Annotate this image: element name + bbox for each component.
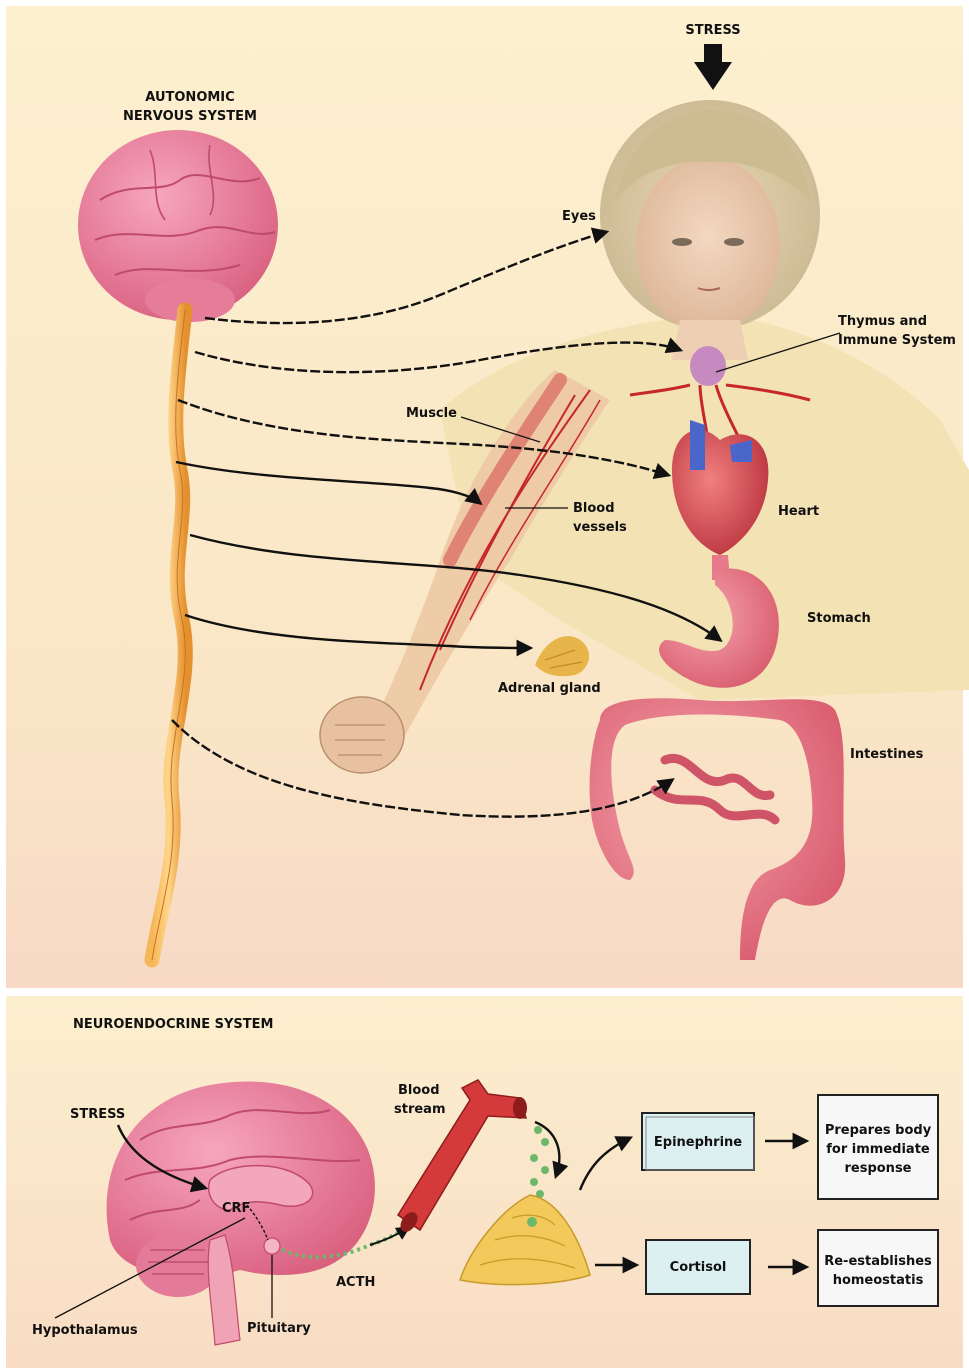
autonomic-title-line2: NERVOUS SYSTEM (123, 109, 257, 124)
label-crf: CRF (222, 1201, 250, 1216)
label-acth: ACTH (336, 1275, 375, 1290)
reestablishes-line2: homeostatis (833, 1273, 924, 1288)
epinephrine-label: Epinephrine (654, 1135, 742, 1150)
prepares-line2: for immediate (826, 1142, 930, 1157)
label-blood-stream-line1: Blood (398, 1083, 440, 1098)
prepares-line1: Prepares body (825, 1123, 932, 1138)
autonomic-title-line1: AUTONOMIC (145, 90, 234, 105)
prepares-line3: response (844, 1161, 911, 1176)
label-muscle: Muscle (406, 406, 457, 421)
label-adrenal-gland: Adrenal gland (498, 681, 601, 696)
label-pituitary: Pituitary (247, 1321, 311, 1336)
stress-label-top: STRESS (685, 23, 740, 38)
cortisol-label: Cortisol (670, 1260, 727, 1275)
label-thymus-line1: Thymus and (838, 314, 927, 329)
reestablishes-line1: Re-establishes (824, 1254, 932, 1269)
label-blood-stream-line2: stream (394, 1102, 446, 1117)
label-heart: Heart (778, 504, 819, 519)
label-eyes: Eyes (562, 209, 596, 224)
neuroendocrine-title: NEUROENDOCRINE SYSTEM (73, 1017, 273, 1032)
label-intestines: Intestines (850, 747, 924, 762)
label-blood-vessels-line1: Blood (573, 501, 615, 516)
stress-label-bottom: STRESS (70, 1107, 125, 1122)
label-stomach: Stomach (807, 611, 871, 626)
label-hypothalamus: Hypothalamus (32, 1323, 138, 1338)
label-blood-vessels-line2: vessels (573, 520, 627, 535)
label-thymus-line2: Immune System (838, 333, 956, 348)
